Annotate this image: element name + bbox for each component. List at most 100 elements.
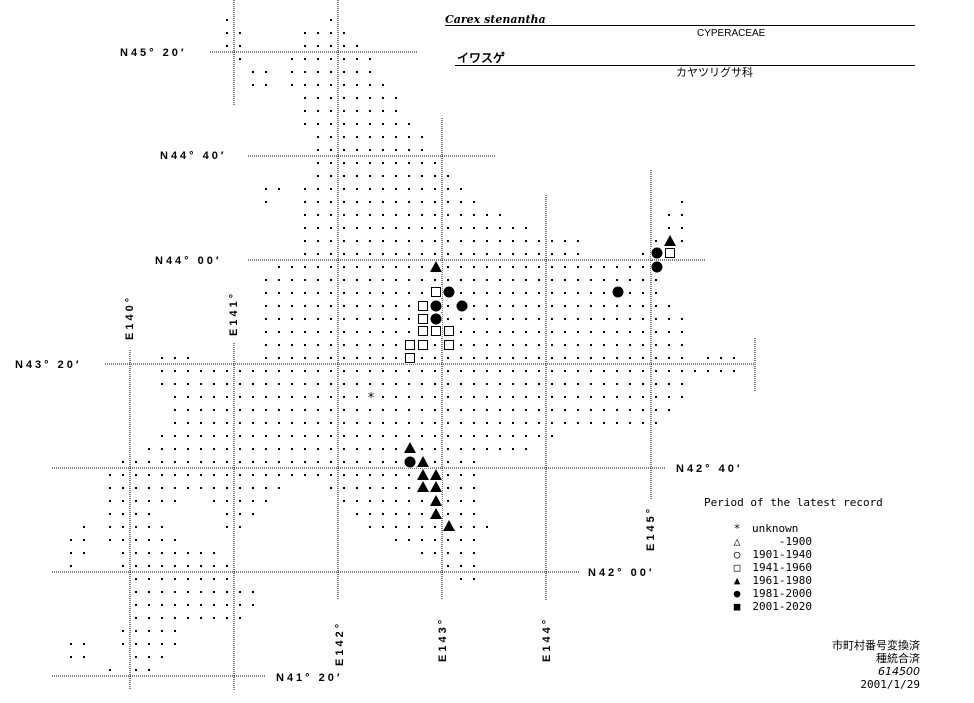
- mesh-dot: [421, 383, 423, 385]
- mesh-dot: [317, 279, 319, 281]
- mesh-dot: [408, 123, 410, 125]
- mesh-dot: [226, 370, 228, 372]
- mesh-dot: [70, 539, 72, 541]
- mesh-dot: [174, 617, 176, 619]
- mesh-dot: [330, 162, 332, 164]
- mesh-dot: [343, 487, 345, 489]
- mesh-dot: [356, 227, 358, 229]
- mesh-dot: [460, 513, 462, 515]
- mesh-dot: [148, 513, 150, 515]
- mesh-dot: [278, 383, 280, 385]
- mesh-dot: [317, 383, 319, 385]
- mesh-dot: [343, 279, 345, 281]
- mesh-dot: [382, 201, 384, 203]
- mesh-dot: [460, 565, 462, 567]
- mesh-dot: [122, 461, 124, 463]
- mesh-dot: [551, 292, 553, 294]
- mesh-dot: [486, 344, 488, 346]
- mesh-dot: [590, 344, 592, 346]
- mesh-dot: [174, 461, 176, 463]
- lat-label-n45-20: N45° 20′: [120, 47, 187, 59]
- mesh-dot: [200, 396, 202, 398]
- mesh-dot: [148, 578, 150, 580]
- mesh-dot: [655, 409, 657, 411]
- mesh-dot: [382, 422, 384, 424]
- mesh-dot: [616, 318, 618, 320]
- mesh-dot: [421, 175, 423, 177]
- mesh-dot: [512, 370, 514, 372]
- mesh-dot: [356, 448, 358, 450]
- mesh-dot: [291, 461, 293, 463]
- mesh-dot: [525, 448, 527, 450]
- mesh-dot: [343, 214, 345, 216]
- mesh-dot: [421, 162, 423, 164]
- mesh-dot: [187, 617, 189, 619]
- mesh-dot: [161, 617, 163, 619]
- mesh-dot: [525, 331, 527, 333]
- mesh-dot: [369, 513, 371, 515]
- mesh-dot: [577, 383, 579, 385]
- mesh-dot: [304, 331, 306, 333]
- mesh-dot: [356, 97, 358, 99]
- family-japanese: カヤツリグサ科: [676, 66, 753, 79]
- mesh-dot: [720, 357, 722, 359]
- mesh-dot: [421, 409, 423, 411]
- mesh-dot: [447, 175, 449, 177]
- mesh-dot: [642, 279, 644, 281]
- mesh-dot: [603, 318, 605, 320]
- mesh-dot: [551, 279, 553, 281]
- mesh-dot: [408, 305, 410, 307]
- mesh-dot: [395, 162, 397, 164]
- mesh-dot: [265, 292, 267, 294]
- mesh-dot: [408, 201, 410, 203]
- mesh-dot: [369, 58, 371, 60]
- mesh-dot: [382, 357, 384, 359]
- mesh-dot: [512, 344, 514, 346]
- mesh-dot: [239, 500, 241, 502]
- mesh-dot: [213, 448, 215, 450]
- mesh-dot: [226, 422, 228, 424]
- mesh-dot: [330, 487, 332, 489]
- mesh-dot: [135, 656, 137, 658]
- mesh-dot: [369, 435, 371, 437]
- mesh-dot: [395, 370, 397, 372]
- mesh-dot: [226, 461, 228, 463]
- mesh-dot: [694, 370, 696, 372]
- mesh-dot: [239, 604, 241, 606]
- mesh-dot: [421, 201, 423, 203]
- mesh-dot: [421, 227, 423, 229]
- mesh-dot: [382, 97, 384, 99]
- mesh-dot: [291, 71, 293, 73]
- mesh-dot: [213, 617, 215, 619]
- mesh-dot: [564, 253, 566, 255]
- mesh-dot: [408, 500, 410, 502]
- mesh-dot: [395, 279, 397, 281]
- mesh-dot: [512, 331, 514, 333]
- mesh-dot: [252, 604, 254, 606]
- mesh-dot: [681, 370, 683, 372]
- mesh-dot: [395, 448, 397, 450]
- open-square-marker: [431, 287, 441, 297]
- mesh-dot: [642, 318, 644, 320]
- mesh-dot: [135, 526, 137, 528]
- mesh-dot: [486, 240, 488, 242]
- lat-label-n44-00: N44° 00′: [155, 255, 222, 267]
- mesh-dot: [616, 357, 618, 359]
- mesh-dot: [408, 149, 410, 151]
- mesh-dot: [343, 45, 345, 47]
- mesh-dot: [395, 97, 397, 99]
- mesh-dot: [616, 370, 618, 372]
- mesh-dot: [135, 630, 137, 632]
- mesh-dot: [473, 266, 475, 268]
- mesh-dot: [291, 422, 293, 424]
- mesh-dot: [278, 357, 280, 359]
- mesh-dot: [655, 357, 657, 359]
- mesh-dot: [382, 214, 384, 216]
- mesh-dot: [343, 71, 345, 73]
- mesh-dot: [304, 123, 306, 125]
- mesh-dot: [551, 331, 553, 333]
- mesh-dot: [174, 357, 176, 359]
- mesh-dot: [447, 305, 449, 307]
- mesh-dot: [265, 409, 267, 411]
- mesh-dot: [395, 474, 397, 476]
